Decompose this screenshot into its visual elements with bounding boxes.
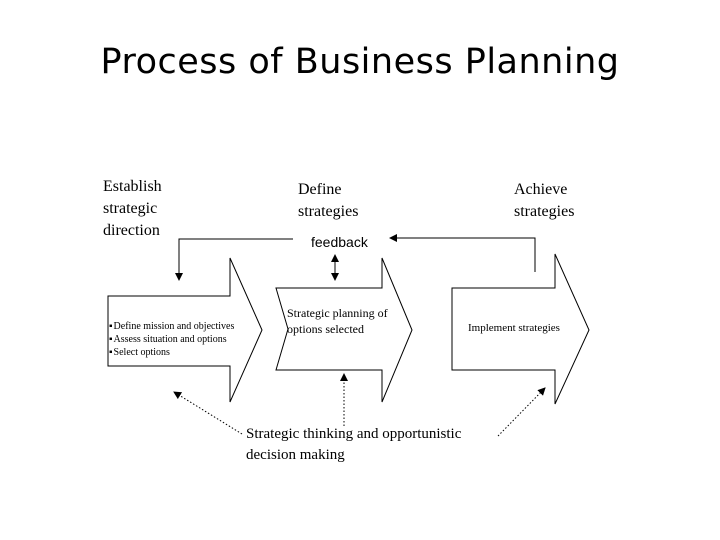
bullet-item: Select options <box>109 346 234 359</box>
connector-establish <box>175 238 293 281</box>
bottom-caption-line: Strategic thinking and opportunistic <box>246 426 462 442</box>
define-arrow-text: Strategic planning of options selected <box>287 305 388 337</box>
stage-achieve-label: Achieve strategies <box>514 179 574 223</box>
stage-define-label: Define strategies <box>298 179 358 223</box>
stage-establish-line: Establish <box>103 178 162 195</box>
bullet-item: Assess situation and options <box>109 333 234 346</box>
define-arrow-line: Strategic planning of <box>287 306 388 320</box>
stage-achieve-line: strategies <box>514 203 575 220</box>
stage-establish-line: direction <box>103 222 160 239</box>
feedback-label: feedback <box>311 234 368 250</box>
dotted-arrow-right <box>497 387 546 437</box>
stage-define-line: strategies <box>298 203 359 220</box>
establish-bullet-list: Define mission and objectives Assess sit… <box>109 320 235 359</box>
stage-establish-line: strategic <box>103 200 158 217</box>
block-arrow-define <box>275 257 413 403</box>
bullet-item: Define mission and objectives <box>109 320 235 333</box>
achieve-arrow-text: Implement strategies <box>468 322 560 334</box>
page-title: Process of Business Planning <box>100 42 620 82</box>
define-arrow-line: options selected <box>287 322 364 336</box>
stage-define-line: Define <box>298 181 342 198</box>
feedback-loop-arrow <box>389 234 536 272</box>
block-arrow-achieve <box>451 253 590 405</box>
stage-achieve-line: Achieve <box>514 181 568 198</box>
bottom-caption: Strategic thinking and opportunistic dec… <box>246 424 461 466</box>
bottom-caption-line: decision making <box>246 447 345 463</box>
dotted-arrow-left <box>173 391 243 435</box>
stage-establish-label: Establish strategic direction <box>103 176 162 242</box>
